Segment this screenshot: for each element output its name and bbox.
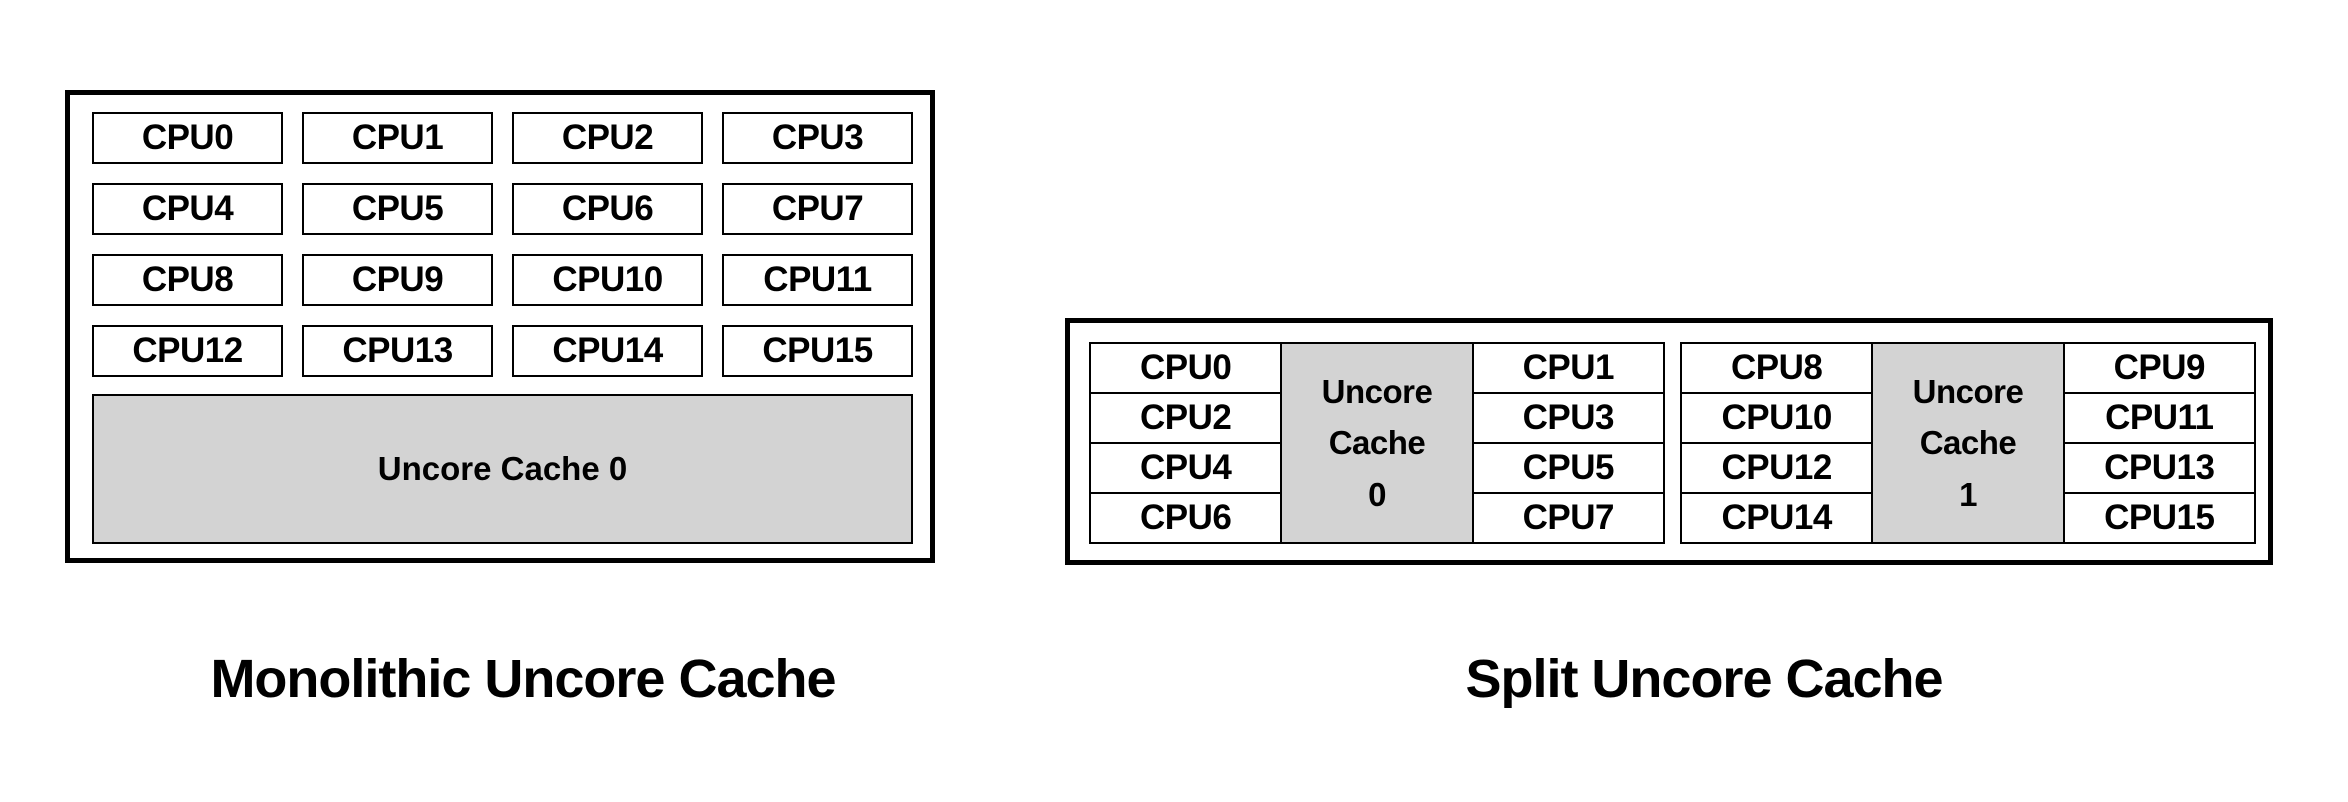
cpu-cell-cpu4: CPU4 (1091, 444, 1281, 492)
cache-label-line: 1 (1959, 475, 1977, 513)
cpu-box-15: CPU15 (722, 325, 913, 377)
cpu-box-9: CPU9 (302, 254, 493, 306)
cache-label-line: Uncore (1912, 373, 2024, 411)
cpu-box-0: CPU0 (92, 112, 283, 164)
cpu-cell-cpu7: CPU7 (1473, 494, 1663, 542)
cache-label-line: Cache (1919, 424, 2017, 462)
cache-label-line: 0 (1368, 475, 1386, 513)
cpu-box-14: CPU14 (512, 325, 703, 377)
cpu-box-2: CPU2 (512, 112, 703, 164)
cpu-cell-cpu13: CPU13 (2064, 444, 2254, 492)
monolithic-diagram: CPU0 CPU1 CPU2 CPU3 CPU4 CPU5 CPU6 CPU7 … (65, 90, 935, 563)
cpu-cell-cpu2: CPU2 (1091, 394, 1281, 442)
cpu-cell-cpu8: CPU8 (1682, 344, 1872, 392)
cpu-box-5: CPU5 (302, 183, 493, 235)
cpu-cell-cpu5: CPU5 (1473, 444, 1663, 492)
cpu-box-4: CPU4 (92, 183, 283, 235)
cpu-box-6: CPU6 (512, 183, 703, 235)
cpu-box-12: CPU12 (92, 325, 283, 377)
uncore-cache-1-cell: Uncore Cache 1 (1873, 344, 2063, 542)
cpu-box-3: CPU3 (722, 112, 913, 164)
cpu-cluster-1: Uncore Cache 1 CPU8 CPU9 CPU10 CPU11 CPU… (1680, 342, 2256, 544)
cpu-box-10: CPU10 (512, 254, 703, 306)
split-diagram: Uncore Cache 0 CPU0 CPU1 CPU2 CPU3 CPU4 … (1065, 318, 2273, 565)
diagram-title-split: Split Uncore Cache (1465, 649, 1943, 709)
cpu-cell-cpu3: CPU3 (1473, 394, 1663, 442)
cpu-box-13: CPU13 (302, 325, 493, 377)
cpu-cell-cpu0: CPU0 (1091, 344, 1281, 392)
cpu-box-11: CPU11 (722, 254, 913, 306)
cpu-cell-cpu12: CPU12 (1682, 444, 1872, 492)
cpu-cell-cpu6: CPU6 (1091, 494, 1281, 542)
diagram-title-monolithic: Monolithic Uncore Cache (210, 649, 836, 709)
cpu-box-1: CPU1 (302, 112, 493, 164)
cpu-cell-cpu14: CPU14 (1682, 494, 1872, 542)
cpu-cell-cpu15: CPU15 (2064, 494, 2254, 542)
uncore-cache-0-cell: Uncore Cache 0 (1282, 344, 1472, 542)
cpu-box-8: CPU8 (92, 254, 283, 306)
monolithic-cpu-grid: CPU0 CPU1 CPU2 CPU3 CPU4 CPU5 CPU6 CPU7 … (92, 112, 913, 377)
cpu-cell-cpu10: CPU10 (1682, 394, 1872, 442)
cpu-cell-cpu1: CPU1 (1473, 344, 1663, 392)
cache-label-line: Cache (1328, 424, 1426, 462)
cpu-cluster-0: Uncore Cache 0 CPU0 CPU1 CPU2 CPU3 CPU4 … (1089, 342, 1665, 544)
cpu-box-7: CPU7 (722, 183, 913, 235)
cache-label-line: Uncore (1321, 373, 1433, 411)
uncore-cache-0-bar: Uncore Cache 0 (92, 394, 913, 544)
cpu-cell-cpu11: CPU11 (2064, 394, 2254, 442)
cpu-cell-cpu9: CPU9 (2064, 344, 2254, 392)
